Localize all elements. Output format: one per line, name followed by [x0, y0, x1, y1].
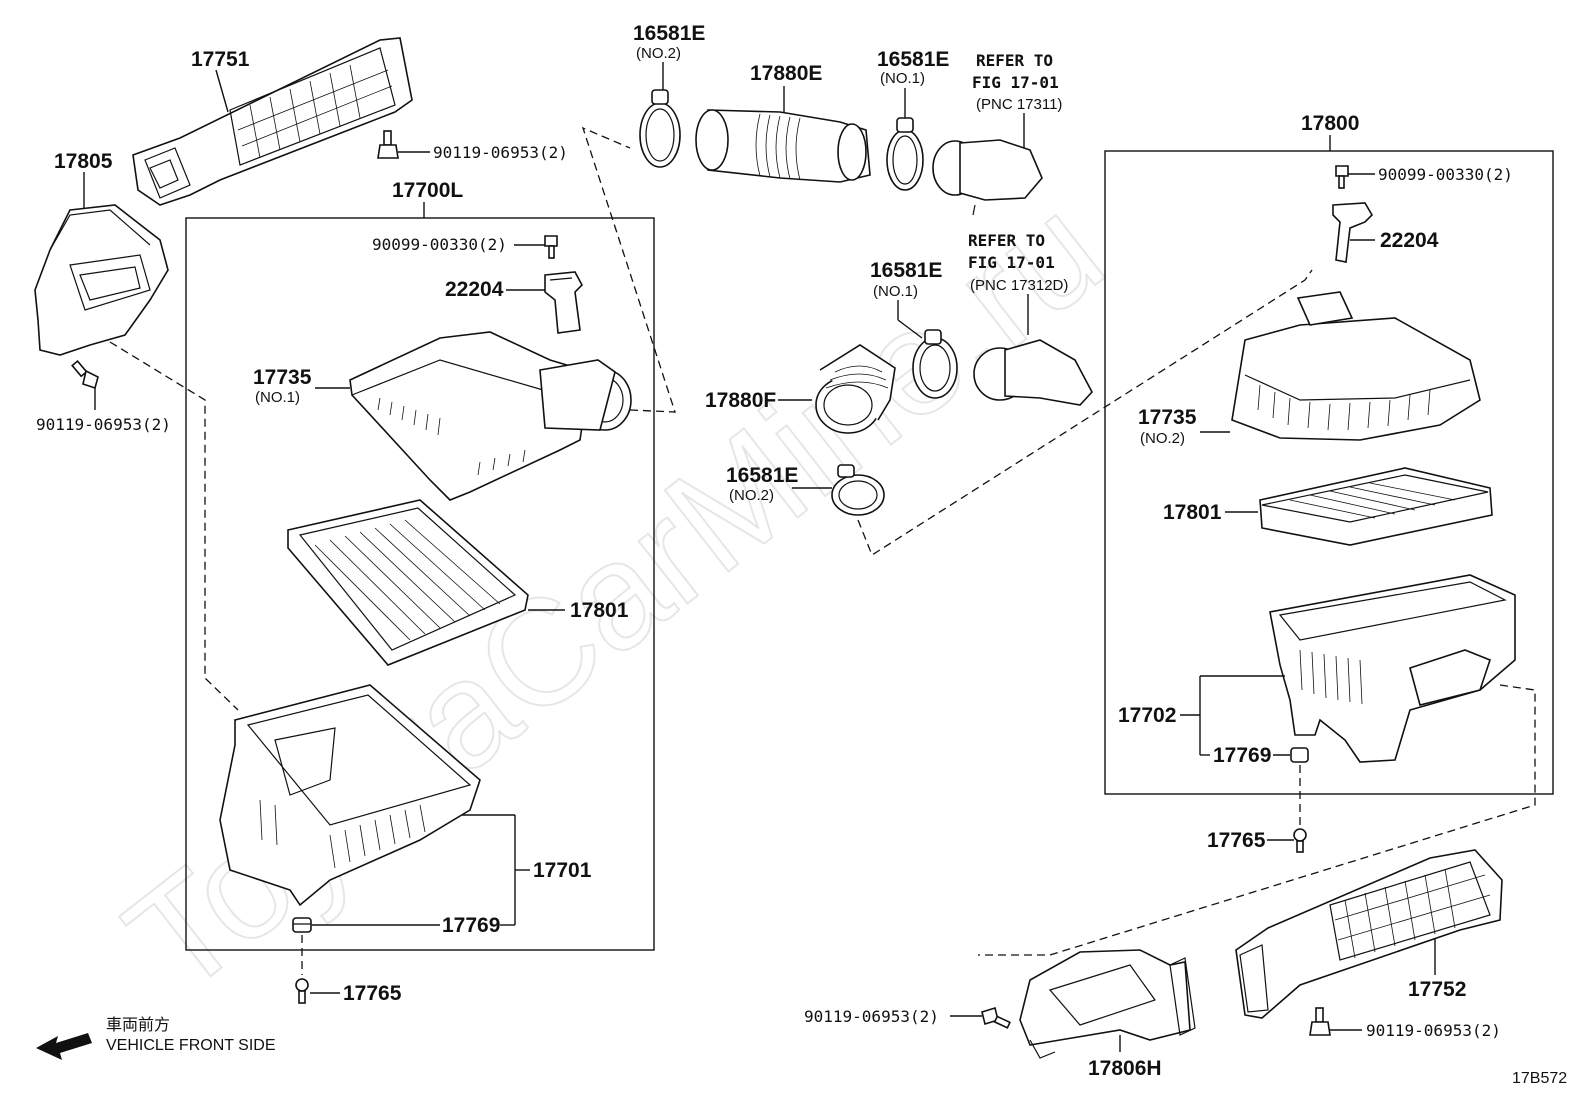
label-16581E-top-no1: 16581E	[877, 48, 949, 71]
label-90119-left: 90119-06953(2)	[36, 415, 171, 434]
hose-clamp-icon	[639, 89, 681, 168]
screw-icon	[544, 235, 558, 259]
label-17801-right: 17801	[1163, 501, 1222, 524]
direction-en: VEHICLE FRONT SIDE	[106, 1037, 276, 1054]
label-17769-left: 17769	[442, 914, 500, 937]
intake-duct-17752	[1235, 849, 1503, 1019]
label-16581E-top-no2: 16581E	[633, 22, 705, 45]
assembly-label-right: 17800	[1301, 112, 1359, 135]
hose-clamp-icon	[831, 464, 885, 516]
air-cleaner-cover-no2	[1231, 291, 1481, 441]
front-direction-arrow-icon	[36, 1033, 92, 1060]
throttle-body-connector-top	[932, 139, 1043, 216]
label-16581E-mid-no1-sub: (NO.1)	[873, 283, 918, 300]
grommet-icon	[292, 917, 312, 933]
throttle-body-connector-mid	[973, 339, 1093, 406]
label-90119-bottom-left: 90119-06953(2)	[804, 1007, 939, 1026]
pin-icon	[1293, 828, 1307, 853]
label-16581E-mid-no2: 16581E	[726, 464, 798, 487]
assembly-box-left	[185, 217, 655, 951]
air-cleaner-case-right	[1269, 574, 1516, 763]
label-17701: 17701	[533, 859, 592, 882]
bolt-icon	[981, 1006, 1011, 1029]
pin-icon	[295, 978, 309, 1004]
label-17702: 17702	[1118, 704, 1176, 727]
direction-jp: 車両前方	[106, 1016, 170, 1034]
assembly-label-left: 17700L	[392, 179, 463, 202]
air-cleaner-case-left	[219, 684, 481, 907]
label-17735-no2-sub: (NO.2)	[1140, 430, 1185, 447]
label-17765-left: 17765	[343, 982, 402, 1005]
air-filter-left	[287, 499, 529, 666]
reference-2-line3: (PNC 17312D)	[970, 277, 1068, 294]
screw-icon	[1335, 165, 1349, 189]
airflow-sensor-icon	[1332, 202, 1374, 263]
hose-clamp-icon	[886, 117, 924, 191]
label-22204-left: 22204	[445, 278, 504, 301]
intake-duct-17751	[132, 37, 413, 206]
label-17752: 17752	[1408, 978, 1466, 1001]
label-17765-right: 17765	[1207, 829, 1266, 852]
label-16581E-top-no1-sub: (NO.1)	[880, 70, 925, 87]
diagram-code: 17B572	[1512, 1070, 1567, 1087]
label-17751: 17751	[191, 48, 250, 71]
intake-hose-17880E	[695, 109, 871, 183]
label-17880F: 17880F	[705, 389, 776, 412]
label-17880E: 17880E	[750, 62, 822, 85]
resonator-17806H	[1019, 949, 1196, 1059]
reference-2-line2: FIG 17-01	[968, 253, 1055, 272]
reference-1-line2: FIG 17-01	[972, 73, 1059, 92]
reference-1-line1: REFER TO	[976, 51, 1053, 70]
label-17806H: 17806H	[1088, 1057, 1162, 1080]
label-90119-bottom-right: 90119-06953(2)	[1366, 1021, 1501, 1040]
label-22204-right: 22204	[1380, 229, 1439, 252]
label-16581E-mid-no2-sub: (NO.2)	[729, 487, 774, 504]
airflow-sensor-icon	[544, 271, 583, 334]
label-90099-right: 90099-00330(2)	[1378, 165, 1513, 184]
hose-clamp-icon	[912, 329, 958, 399]
label-17805: 17805	[54, 150, 113, 173]
label-17801-left: 17801	[570, 599, 629, 622]
label-16581E-top-no2-sub: (NO.2)	[636, 45, 681, 62]
label-17735-no1-sub: (NO.1)	[255, 389, 300, 406]
label-90099-left: 90099-00330(2)	[372, 235, 507, 254]
label-17735-no2: 17735	[1138, 406, 1197, 429]
intake-hose-17880F	[815, 344, 896, 434]
label-17735-no1: 17735	[253, 366, 312, 389]
reference-1-line3: (PNC 17311)	[976, 96, 1062, 113]
label-16581E-mid-no1: 16581E	[870, 259, 942, 282]
air-cleaner-cover-no1	[349, 331, 632, 501]
air-filter-right	[1259, 467, 1493, 546]
grommet-icon	[1290, 747, 1309, 763]
bolt-icon	[71, 359, 99, 390]
resonator-17805	[34, 204, 169, 356]
bolt-icon	[377, 130, 399, 159]
label-90119-upper: 90119-06953(2)	[433, 143, 568, 162]
bolt-icon	[1309, 1007, 1331, 1036]
assembly-box-right	[1104, 150, 1554, 795]
label-17769-right: 17769	[1213, 744, 1271, 767]
reference-2-line1: REFER TO	[968, 231, 1045, 250]
